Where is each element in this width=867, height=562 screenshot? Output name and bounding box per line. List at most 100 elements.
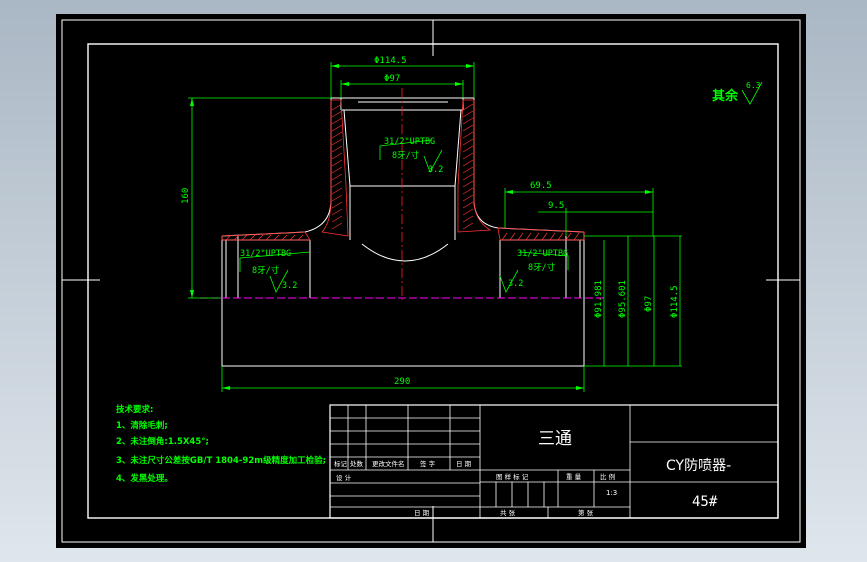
label-count: 处数: [350, 459, 364, 468]
hatch-line: [249, 234, 256, 241]
hatch-line: [289, 234, 296, 241]
surface-finish-label: 其余: [712, 88, 739, 104]
hatch-line: [241, 234, 248, 241]
dim-top-outer: Φ114.5: [374, 56, 407, 66]
label-change-doc: 更改文件名: [372, 459, 405, 468]
hatch-line: [331, 166, 343, 174]
hatch-line: [525, 232, 532, 241]
hatch-line: [462, 138, 474, 146]
hatch-line: [462, 194, 474, 202]
product-name: CY防喷器-: [666, 458, 731, 474]
tech-req-item-4: 4、发黑处理。: [116, 473, 173, 484]
hatch-line: [462, 145, 474, 153]
hatch-line: [331, 208, 343, 216]
hatch-line: [462, 187, 474, 195]
hatch-line: [462, 208, 474, 216]
label-weight: 重 量: [566, 473, 582, 481]
hatch-line: [331, 131, 343, 139]
hatch-line: [462, 117, 474, 125]
drawing-sheet: [56, 14, 806, 548]
dim-height: 160: [181, 188, 191, 204]
label-mark: 标记: [334, 459, 348, 468]
hatch-line: [331, 138, 343, 146]
hatch-line: [331, 173, 343, 181]
tech-req-title: 技术要求:: [116, 404, 153, 415]
hatch-line: [233, 234, 240, 241]
tee-part: [221, 97, 585, 367]
thread-note-right-ra: 3.2: [508, 279, 523, 289]
part-name: 三通: [538, 429, 572, 449]
label-drawing-mark: 图 样 标 记: [496, 472, 529, 481]
hatch-line: [462, 159, 474, 167]
thread-note-left-spec: 31/2"UPTBG: [240, 249, 291, 259]
thread-note-top-ra: 3.2: [428, 165, 443, 175]
title-block-texts: 三通 CY防喷器- 45# 1:3 标记 处数 更改文件名 签 字 日 期 设 …: [334, 429, 731, 517]
hatch-line: [331, 117, 343, 125]
thread-note-top-spec: 31/2"UPTBG: [384, 137, 435, 147]
hatch-line: [462, 215, 474, 223]
surface-finish: 其余 6.3: [712, 81, 761, 104]
title-block: [329, 404, 779, 519]
hatch-line: [501, 232, 508, 241]
hatch-line: [565, 232, 572, 241]
dim-114: Φ114.5: [670, 285, 680, 318]
hatch-line: [297, 234, 304, 241]
dim-right-small: 9.5: [548, 201, 564, 211]
dim-97: Φ97: [644, 296, 654, 312]
hatch-line: [331, 180, 343, 188]
hatch-line: [331, 222, 343, 230]
hatch-lines: [225, 103, 580, 241]
thread-note-right-spec: 31/2"UPTBG: [517, 249, 568, 259]
hatch-line: [273, 234, 280, 241]
hatch-line: [331, 201, 343, 209]
tech-req-item-1: 1、清除毛刺;: [116, 420, 168, 431]
label-signature: 签 字: [420, 459, 436, 468]
outer-frame: [61, 19, 801, 543]
tech-req-item-2: 2、未注倒角:1.5X45°;: [116, 436, 209, 447]
hatch-line: [462, 173, 474, 181]
hatch-line: [533, 232, 540, 241]
hatch-line: [331, 159, 343, 167]
dimension-texts: Φ114.5 Φ97 160 69.5 9.5 290 Φ91.981 Φ95.…: [181, 56, 680, 387]
label-design: 设 计: [336, 473, 352, 482]
hatch-line: [331, 110, 343, 118]
hatch-line: [331, 103, 343, 111]
hatch-line: [462, 131, 474, 139]
dim-right-offset: 69.5: [530, 181, 552, 191]
label-ratio: 比 例: [600, 472, 615, 481]
surface-finish-value: 6.3: [746, 81, 761, 90]
thread-note-top-pitch: 8牙/寸: [392, 150, 420, 161]
hatch-line: [573, 232, 580, 241]
tech-req-item-3: 3、未注尺寸公差按GB/T 1804-92m级精度加工检验;: [116, 455, 326, 466]
hatch-line: [462, 166, 474, 174]
hatch-line: [331, 215, 343, 223]
hatch-line: [331, 152, 343, 160]
hatch-line: [462, 180, 474, 188]
hatch-line: [281, 234, 288, 241]
hatch-line: [331, 194, 343, 202]
dim-91: Φ91.981: [594, 280, 604, 318]
hatch-line: [462, 152, 474, 160]
dim-top-inner: Φ97: [384, 74, 400, 84]
label-date2: 日 期: [414, 509, 430, 517]
hatch-line: [331, 187, 343, 195]
centering-marks: [62, 20, 800, 542]
scale-value: 1:3: [606, 489, 617, 497]
thread-note-left-ra: 3.2: [282, 281, 297, 291]
hatch-line: [257, 234, 264, 241]
hatch-line: [517, 232, 524, 241]
dim-95: Φ95.601: [618, 280, 628, 318]
dimension-lines: [188, 62, 763, 392]
hatch-line: [462, 124, 474, 132]
hatch-line: [557, 232, 564, 241]
hatch-line: [462, 110, 474, 118]
thread-notes: 31/2"UPTBG 8牙/寸 3.2 31/2"UPTBG 8牙/寸 3.2 …: [240, 137, 568, 291]
hatch-line: [462, 103, 474, 111]
label-sheet-num: 第 张: [578, 508, 594, 517]
label-sheet: 共 张: [500, 508, 516, 517]
section-hatching: [221, 99, 585, 241]
label-date: 日 期: [456, 460, 472, 468]
hatch-line: [462, 201, 474, 209]
